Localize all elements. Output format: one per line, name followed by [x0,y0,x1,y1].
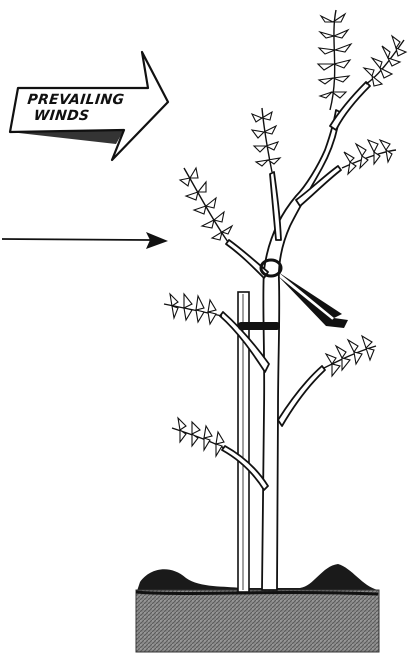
ground [136,564,379,652]
wind-label-line1: PREVAILING [27,92,125,108]
prevailing-winds-arrow: PREVAILING WINDS [10,52,168,160]
wind-label-line2: WINDS [33,108,90,124]
tree-tie-band [238,322,280,330]
wind-direction-arrow [2,232,168,249]
